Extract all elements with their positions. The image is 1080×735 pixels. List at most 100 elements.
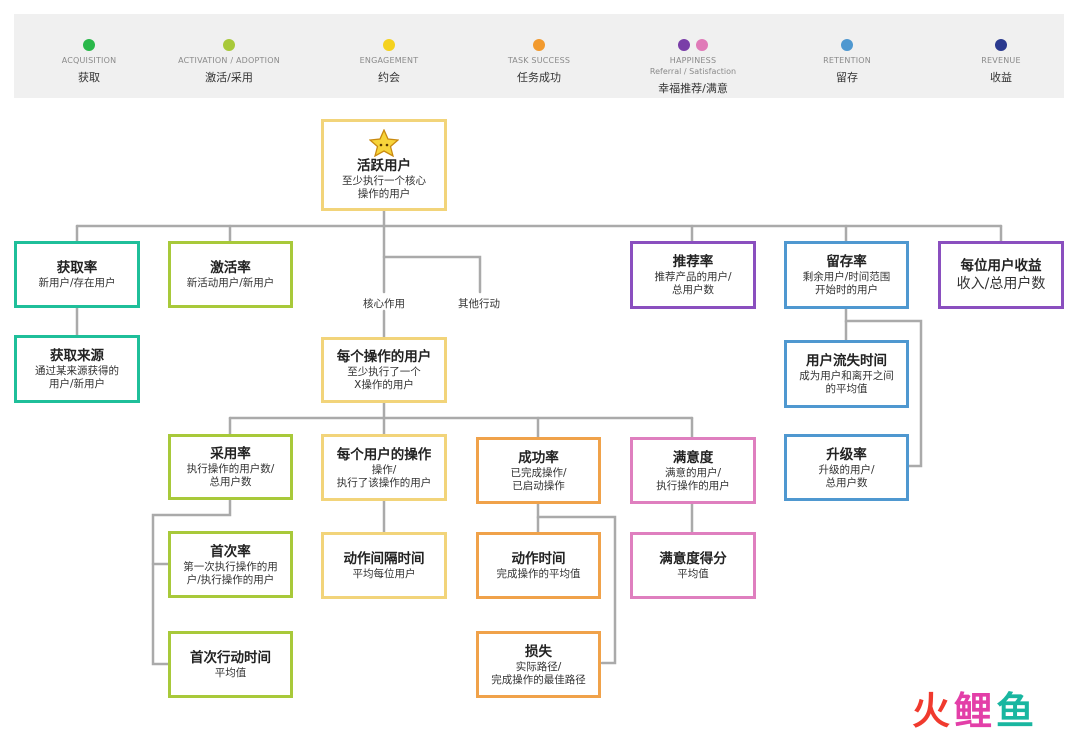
node-actions-per-user: 每个用户的操作 操作/ 执行了该操作的用户 bbox=[321, 434, 447, 501]
node-subtitle: 新活动用户/新用户 bbox=[186, 277, 275, 289]
node-subtitle: 开始时的用户 bbox=[815, 284, 878, 296]
node-subtitle: 平均每位用户 bbox=[352, 568, 416, 580]
node-title: 推荐率 bbox=[672, 254, 714, 270]
watermark-logo: 火鲤鱼 bbox=[912, 680, 1038, 735]
legend-zh: 收益 bbox=[990, 71, 1012, 84]
legend-en: ACQUISITION bbox=[61, 56, 117, 65]
node-activation-rate: 激活率 新活动用户/新用户 bbox=[168, 241, 293, 308]
node-title: 留存率 bbox=[826, 254, 867, 270]
legend-happiness: HAPPINESS Referral / Satisfaction 幸福推荐/满… bbox=[618, 14, 768, 98]
legend-en: REVENUE bbox=[981, 56, 1021, 65]
node-title: 每位用户收益 bbox=[960, 258, 1042, 274]
star-icon bbox=[369, 129, 399, 157]
node-subtitle: 操作的用户 bbox=[357, 188, 411, 200]
node-title: 成功率 bbox=[518, 449, 559, 466]
node-title: 活跃用户 bbox=[357, 158, 411, 174]
node-subtitle: X操作的用户 bbox=[354, 379, 414, 391]
node-action-interval: 动作间隔时间 平均每位用户 bbox=[321, 532, 447, 599]
node-subtitle: 完成操作的最佳路径 bbox=[491, 673, 586, 686]
referral-dot bbox=[678, 39, 690, 51]
legend-en-sub: Referral / Satisfaction bbox=[649, 67, 737, 76]
node-subtitle: 平均值 bbox=[214, 667, 247, 679]
node-subtitle: 成为用户和离开之间 bbox=[799, 370, 894, 382]
node-subtitle: 升级的用户/ bbox=[818, 463, 875, 476]
legend-task-success: TASK SUCCESS 任务成功 bbox=[464, 14, 614, 98]
legend-zh: 约会 bbox=[378, 71, 400, 84]
node-referral-rate: 推荐率 推荐产品的用户/ 总用户数 bbox=[630, 241, 756, 309]
node-subtitle: 执行了该操作的用户 bbox=[336, 476, 432, 489]
node-subtitle: 通过某来源获得的 bbox=[35, 365, 119, 377]
legend-retention: RETENTION 留存 bbox=[772, 14, 922, 98]
node-subtitle: 总用户数 bbox=[672, 284, 714, 296]
legend-zh: 激活/采用 bbox=[205, 71, 253, 84]
node-satisfaction-score: 满意度得分 平均值 bbox=[630, 532, 756, 599]
legend-zh: 获取 bbox=[78, 71, 100, 84]
node-title: 用户流失时间 bbox=[806, 353, 887, 369]
node-subtitle: 实际路径/ bbox=[515, 660, 562, 673]
node-subtitle: 已启动操作 bbox=[512, 479, 565, 492]
legend-activation: ACTIVATION / ADOPTION 激活/采用 bbox=[154, 14, 304, 98]
node-loss: 损失 实际路径/ 完成操作的最佳路径 bbox=[476, 631, 601, 698]
node-retention-rate: 留存率 剩余用户/时间范围 开始时的用户 bbox=[784, 241, 909, 309]
legend-engagement: ENGAGEMENT 约会 bbox=[314, 14, 464, 98]
node-subtitle: 总用户数 bbox=[209, 476, 252, 488]
legend-zh: 幸福推荐/满意 bbox=[658, 82, 728, 95]
node-churn-time: 用户流失时间 成为用户和离开之间 的平均值 bbox=[784, 340, 909, 408]
node-title: 首次行动时间 bbox=[190, 650, 271, 666]
node-subtitle: 平均值 bbox=[677, 568, 709, 580]
node-success-rate: 成功率 已完成操作/ 已启动操作 bbox=[476, 437, 601, 504]
acquisition-dot bbox=[83, 39, 95, 51]
node-title: 动作时间 bbox=[511, 551, 566, 567]
watermark-char: 火 bbox=[912, 689, 955, 733]
legend-en: ENGAGEMENT bbox=[359, 56, 419, 65]
node-subtitle: 户/执行操作的用户 bbox=[186, 573, 275, 586]
node-first-time-rate: 首次率 第一次执行操作的用 户/执行操作的用户 bbox=[168, 531, 293, 598]
node-title: 升级率 bbox=[826, 446, 867, 463]
node-title: 每个用户的操作 bbox=[336, 446, 432, 463]
node-title: 满意度 bbox=[672, 449, 714, 466]
node-time-to-first-action: 首次行动时间 平均值 bbox=[168, 631, 293, 698]
core-action-label: 核心作用 bbox=[363, 298, 405, 310]
node-title: 获取来源 bbox=[50, 348, 104, 364]
node-subtitle: 已完成操作/ bbox=[510, 466, 567, 479]
node-subtitle: 新用户/存在用户 bbox=[38, 277, 116, 289]
legend-en: ACTIVATION / ADOPTION bbox=[178, 56, 280, 65]
node-active-users: 活跃用户 至少执行一个核心 操作的用户 bbox=[321, 119, 447, 211]
other-action-label: 其他行动 bbox=[458, 298, 500, 310]
node-title: 首次率 bbox=[210, 543, 251, 560]
node-adoption-rate: 采用率 执行操作的用户数/ 总用户数 bbox=[168, 434, 293, 500]
node-action-time: 动作时间 完成操作的平均值 bbox=[476, 532, 601, 599]
watermark-char: 鱼 bbox=[996, 689, 1039, 733]
legend-en: RETENTION bbox=[823, 56, 871, 65]
watermark-char: 鲤 bbox=[954, 689, 997, 733]
node-subtitle: 操作/ bbox=[371, 463, 397, 476]
revenue-dot bbox=[995, 39, 1007, 51]
satisfaction-dot bbox=[696, 39, 708, 51]
node-subtitle: 的平均值 bbox=[825, 383, 868, 395]
node-subtitle: 完成操作的平均值 bbox=[496, 568, 581, 580]
legend-revenue: REVENUE 收益 bbox=[926, 14, 1076, 98]
engagement-dot bbox=[383, 39, 395, 51]
node-acquisition-source: 获取来源 通过某来源获得的 用户/新用户 bbox=[14, 335, 140, 403]
retention-dot bbox=[841, 39, 853, 51]
node-title: 动作间隔时间 bbox=[343, 551, 425, 567]
node-subtitle: 用户/新用户 bbox=[48, 378, 106, 390]
node-subtitle: 收入/总用户数 bbox=[956, 276, 1046, 292]
node-acquisition-rate: 获取率 新用户/存在用户 bbox=[14, 241, 140, 308]
node-subtitle: 剩余用户/时间范围 bbox=[802, 271, 891, 283]
node-subtitle: 至少执行了一个 bbox=[347, 366, 421, 378]
node-title: 激活率 bbox=[210, 260, 251, 276]
node-title: 采用率 bbox=[210, 446, 251, 462]
node-subtitle: 执行操作的用户 bbox=[656, 479, 730, 492]
node-subtitle: 推荐产品的用户/ bbox=[654, 271, 732, 283]
node-subtitle: 至少执行一个核心 bbox=[342, 175, 426, 187]
legend-zh: 任务成功 bbox=[517, 71, 561, 84]
task-success-dot bbox=[533, 39, 545, 51]
node-upgrade-rate: 升级率 升级的用户/ 总用户数 bbox=[784, 434, 909, 501]
node-subtitle: 执行操作的用户数/ bbox=[186, 463, 275, 475]
node-users-per-action: 每个操作的用户 至少执行了一个 X操作的用户 bbox=[321, 337, 447, 403]
node-satisfaction: 满意度 满意的用户/ 执行操作的用户 bbox=[630, 437, 756, 504]
legend-en: HAPPINESS bbox=[669, 56, 717, 65]
node-title: 损失 bbox=[525, 643, 552, 660]
